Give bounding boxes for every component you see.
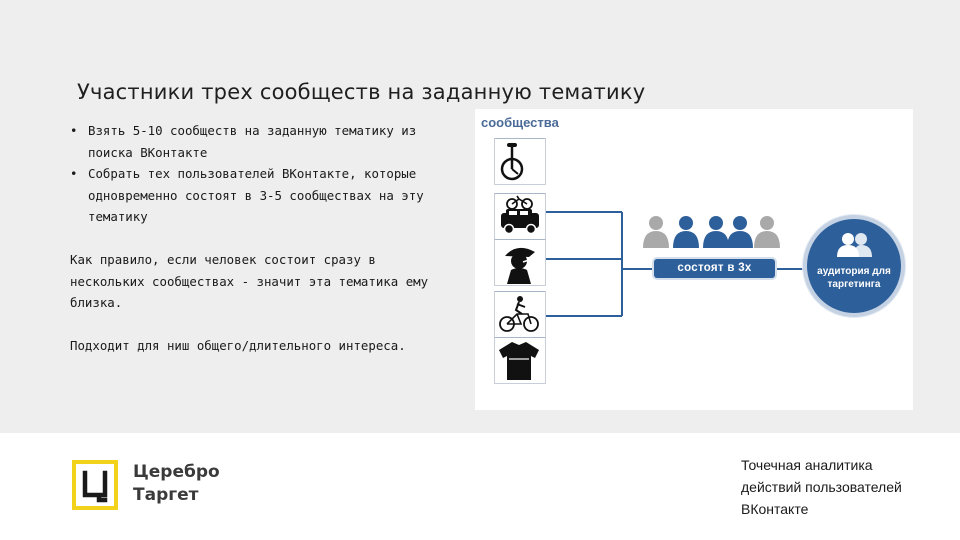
person-icon: [703, 216, 729, 248]
unicycle-icon: [494, 138, 546, 185]
slide-title: Участники трех сообществ на заданную тем…: [77, 80, 646, 104]
tagline-line: Точечная аналитика: [741, 457, 873, 473]
paragraph-explanation: Как правило, если человек состоит сразу …: [70, 252, 429, 310]
paragraph-niches: Подходит для ниш общего/длительного инте…: [70, 338, 406, 353]
connector-lines: [546, 211, 808, 317]
brand-name: Церебро Таргет: [133, 461, 220, 507]
cerebro-logo-icon: [72, 460, 118, 510]
brand-name-line: Таргет: [133, 485, 199, 505]
cyclist-icon: [494, 291, 546, 338]
person-icon: [643, 216, 669, 248]
users-icon: [837, 233, 872, 257]
tagline-line: действий пользователей: [741, 479, 902, 495]
audience-badge: аудитория для таргетинга: [807, 219, 901, 313]
person-icon: [727, 216, 753, 248]
audience-label-line: аудитория для: [817, 266, 891, 277]
person-icon: [754, 216, 780, 248]
audience-label: аудитория для таргетинга: [811, 265, 897, 291]
brand-name-line: Церебро: [133, 462, 220, 482]
cyclist-helmet-icon: [494, 239, 546, 286]
membership-label: состоят в 3х: [654, 259, 775, 278]
bullet-item: Взять 5-10 сообществ на заданную тематик…: [70, 120, 440, 163]
communities-label: сообщества: [481, 115, 559, 130]
car-with-bike-icon: [494, 193, 546, 240]
tagline: Точечная аналитика действий пользователе…: [741, 454, 951, 520]
bullet-item: Собрать тех пользователей ВКонтакте, кот…: [70, 163, 440, 228]
communities-diagram: сообщества: [475, 109, 913, 410]
tagline-line: ВКонтакте: [741, 501, 809, 517]
people-row: [643, 216, 780, 248]
person-icon: [673, 216, 699, 248]
cycling-jersey-icon: [494, 337, 546, 384]
bullet-list: Взять 5-10 сообществ на заданную тематик…: [70, 120, 440, 228]
audience-label-line: таргетинга: [827, 279, 881, 290]
slide-footer-area: [0, 433, 960, 540]
